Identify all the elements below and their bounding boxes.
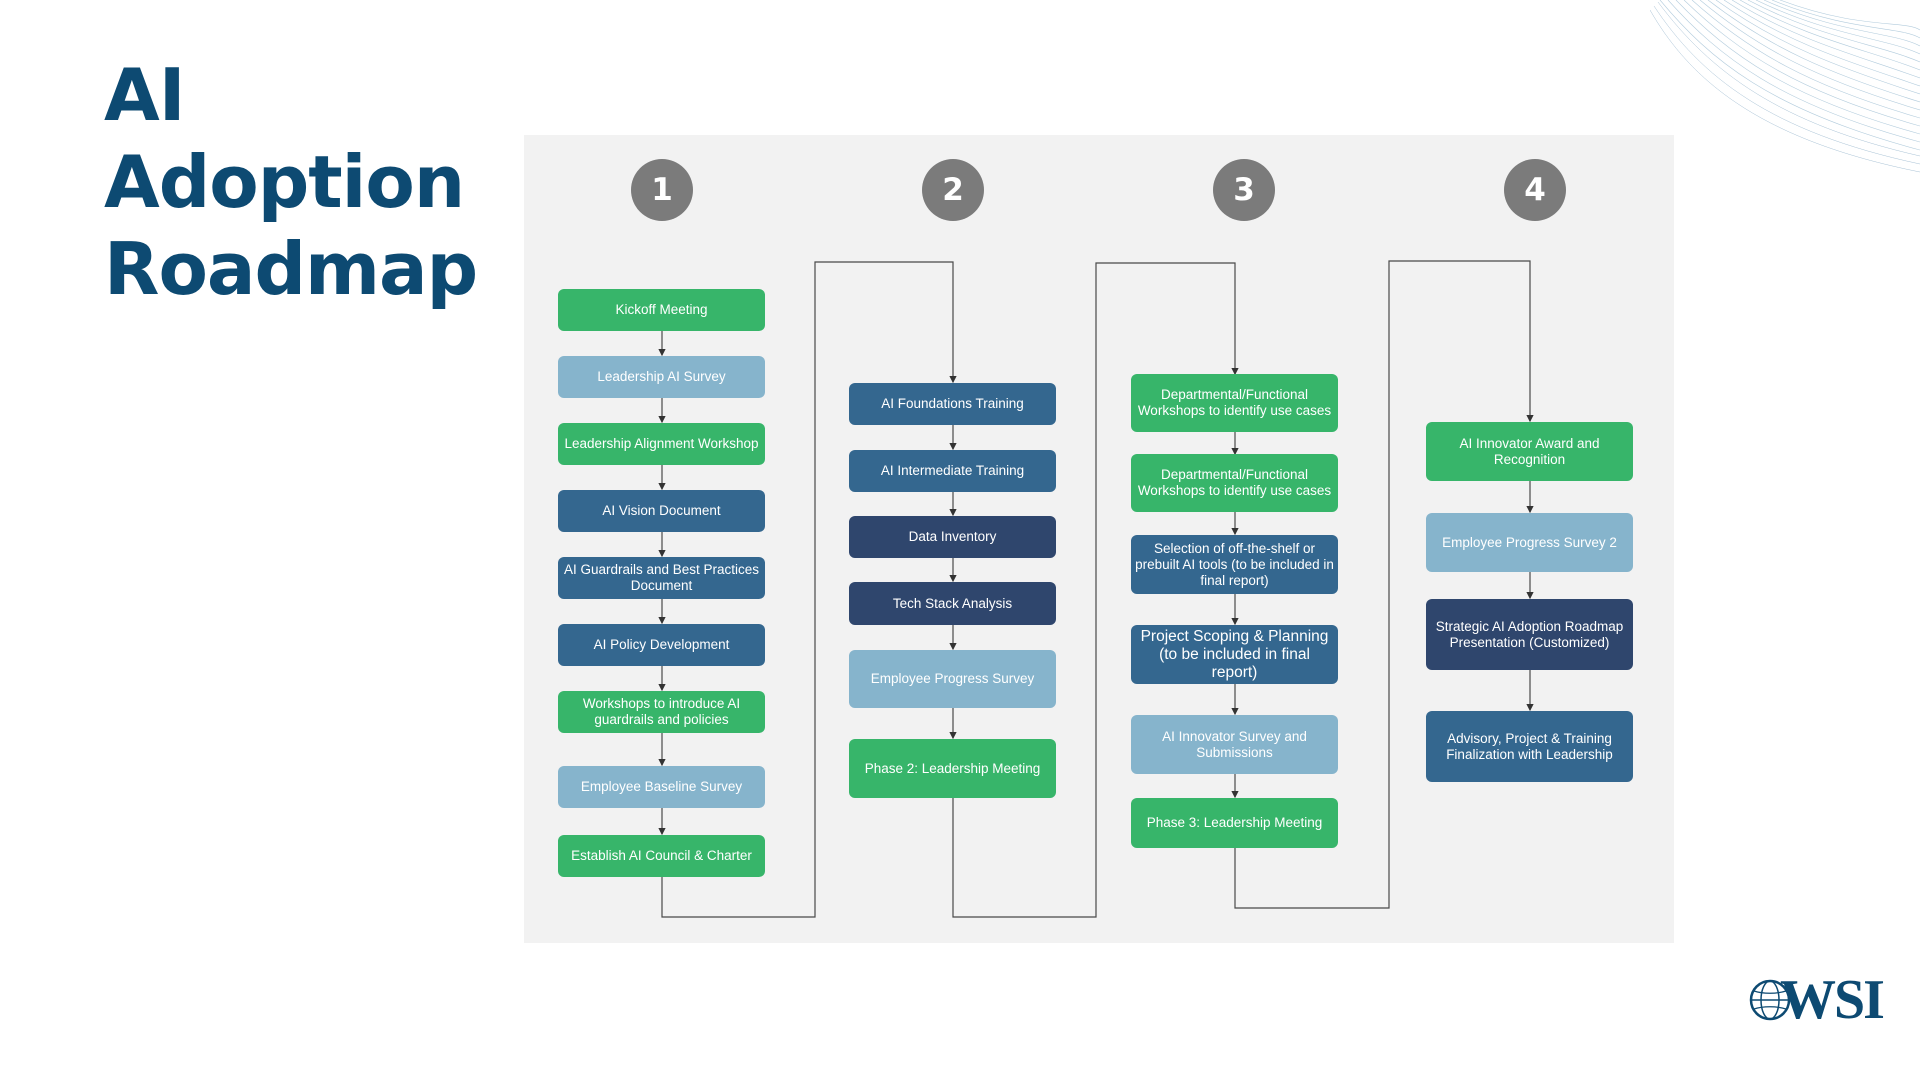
step-data-inventory: Data Inventory xyxy=(849,516,1056,558)
title-line: AI xyxy=(104,53,186,137)
step-ai-innovator-survey: AI Innovator Survey and Submissions xyxy=(1131,715,1338,774)
step-departmental-workshops-1: Departmental/Functional Workshops to ide… xyxy=(1131,374,1338,432)
step-ai-policy-development: AI Policy Development xyxy=(558,624,765,666)
step-ai-innovator-award: AI Innovator Award and Recognition xyxy=(1426,422,1633,481)
step-employee-baseline-survey: Employee Baseline Survey xyxy=(558,766,765,808)
logo-text: WSI xyxy=(1780,969,1885,1031)
step-ai-vision-document: AI Vision Document xyxy=(558,490,765,532)
step-tech-stack-analysis: Tech Stack Analysis xyxy=(849,582,1056,625)
phase-badge-1: 1 xyxy=(631,159,693,221)
title-line: Adoption xyxy=(104,140,465,224)
step-ai-intermediate-training: AI Intermediate Training xyxy=(849,450,1056,492)
step-employee-progress-survey: Employee Progress Survey xyxy=(849,650,1056,708)
step-ai-foundations-training: AI Foundations Training xyxy=(849,383,1056,425)
step-project-scoping-planning: Project Scoping & Planning (to be includ… xyxy=(1131,625,1338,684)
step-leadership-alignment-workshop: Leadership Alignment Workshop xyxy=(558,423,765,465)
step-phase3-leadership-meeting: Phase 3: Leadership Meeting xyxy=(1131,798,1338,848)
step-employee-progress-survey-2: Employee Progress Survey 2 xyxy=(1426,513,1633,572)
step-phase2-leadership-meeting: Phase 2: Leadership Meeting xyxy=(849,739,1056,798)
page-title: AI Adoption Roadmap xyxy=(104,52,478,313)
phase-badge-4: 4 xyxy=(1504,159,1566,221)
wsi-logo: WSI xyxy=(1748,969,1888,1031)
step-leadership-ai-survey: Leadership AI Survey xyxy=(558,356,765,398)
phase-badge-2: 2 xyxy=(922,159,984,221)
step-roadmap-presentation: Strategic AI Adoption Roadmap Presentati… xyxy=(1426,599,1633,670)
step-kickoff-meeting: Kickoff Meeting xyxy=(558,289,765,331)
step-departmental-workshops-2: Departmental/Functional Workshops to ide… xyxy=(1131,454,1338,512)
step-ai-tools-selection: Selection of off-the-shelf or prebuilt A… xyxy=(1131,535,1338,594)
phase-badge-3: 3 xyxy=(1213,159,1275,221)
step-advisory-finalization: Advisory, Project & Training Finalizatio… xyxy=(1426,711,1633,782)
step-guardrails-workshops: Workshops to introduce AI guardrails and… xyxy=(558,691,765,733)
globe-icon xyxy=(1749,979,1791,1021)
step-ai-council-charter: Establish AI Council & Charter xyxy=(558,835,765,877)
title-line: Roadmap xyxy=(104,227,478,311)
step-ai-guardrails-document: AI Guardrails and Best Practices Documen… xyxy=(558,557,765,599)
decorative-wave-lines xyxy=(1650,0,1920,173)
